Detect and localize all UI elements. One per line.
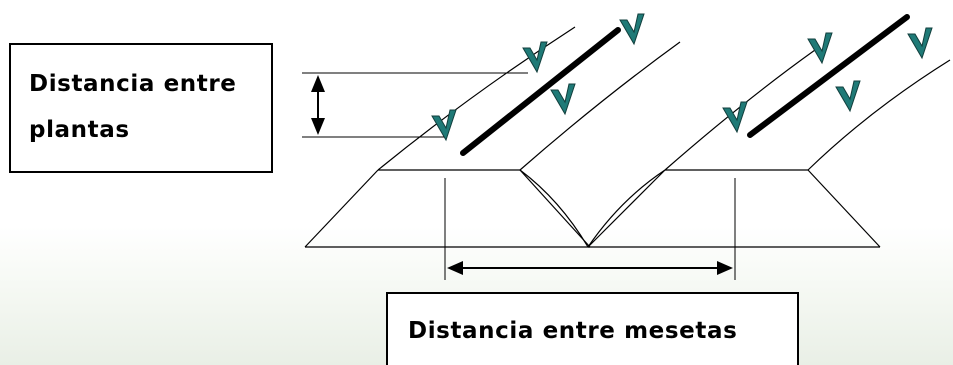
left-bed-back-left-edge <box>377 26 576 171</box>
left-bed-back-right-edge <box>519 41 681 171</box>
plant-icon <box>522 41 548 73</box>
valley-left-edge <box>519 169 589 248</box>
bed-spacing-label: Distancia entre mesetas <box>408 318 738 344</box>
plant-icon <box>807 32 833 64</box>
plant-icon <box>722 101 748 133</box>
plant-icon <box>550 83 576 115</box>
plant-icon <box>907 27 933 59</box>
left-bed <box>304 26 681 248</box>
right-drip-line <box>747 14 910 138</box>
plant-spacing-arrow-up <box>311 75 325 92</box>
plant-spacing-label-line2: plantas <box>29 117 130 143</box>
plant-icon <box>619 13 645 45</box>
left-bed-left-slope <box>304 169 379 248</box>
bed-spacing-dimension <box>444 178 736 280</box>
bed-spacing-label-box: Distancia entre mesetas <box>386 292 799 365</box>
bed-spacing-arrow-left <box>447 261 463 275</box>
plant-icon <box>835 80 861 112</box>
plant-spacing-label-line1: Distancia entre <box>29 71 237 97</box>
valley-right-edge <box>587 169 666 248</box>
plant-spacing-arrow-down <box>311 118 325 135</box>
left-drip-line <box>460 27 621 156</box>
plant-spacing-dimension <box>302 72 528 138</box>
bed-spacing-arrow-right <box>717 261 733 275</box>
right-bed-right-slope <box>807 169 881 248</box>
plant-spacing-label-box: Distancia entre plantas <box>9 43 273 173</box>
left-bed-right-slope <box>519 169 591 248</box>
right-bed <box>587 49 951 248</box>
right-bed-back-right-edge <box>807 59 951 171</box>
right-bed-left-slope <box>587 169 666 248</box>
